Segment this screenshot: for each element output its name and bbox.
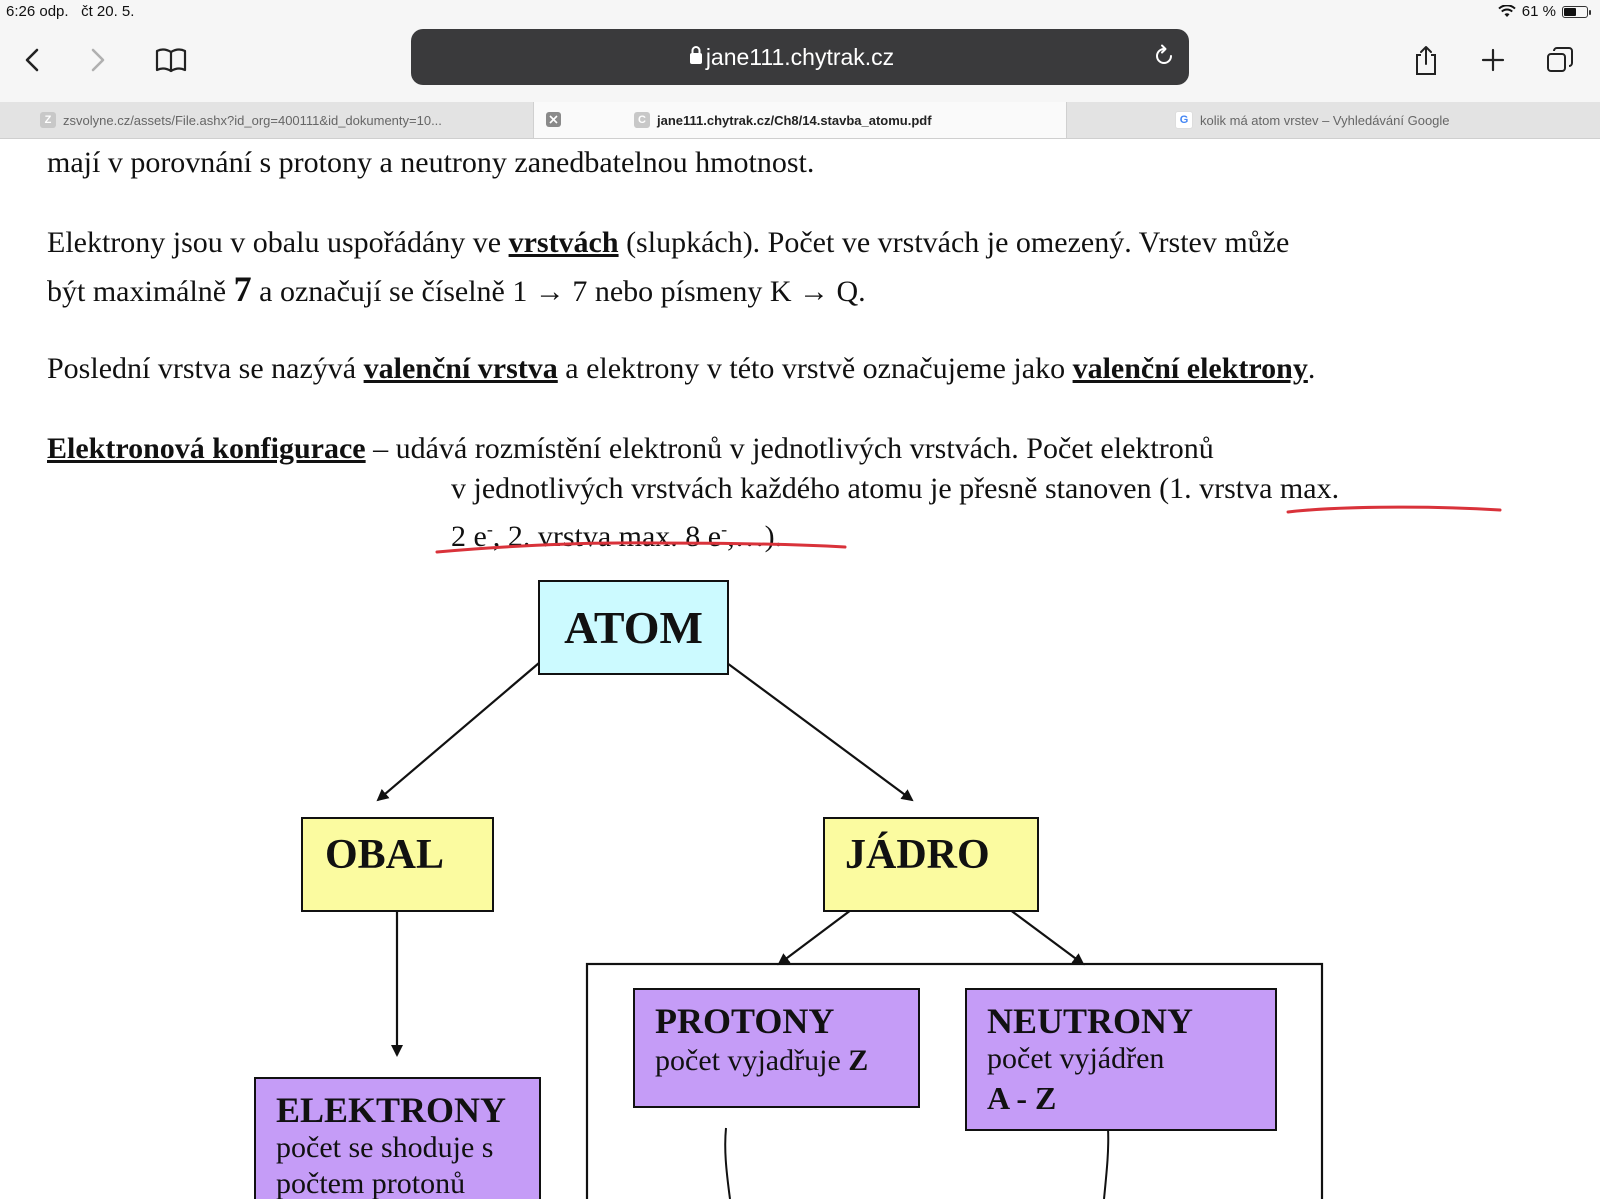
battery-percent: 61 % [1521,3,1556,20]
status-time: 6:26 odp. [6,3,69,20]
bookmarks-button[interactable] [149,38,193,82]
forward-button[interactable] [76,38,120,82]
term-valencni-elektrony: valenční elektrony [1072,352,1308,385]
text-run: , 2. vrstva max. 8 e [492,520,722,553]
browser-toolbar: jane111.chytrak.cz [0,24,1600,102]
paragraph-configuration-3: 2 e-, 2. vrstva max. 8 e-,…). [451,506,782,560]
battery-icon [1562,5,1591,18]
tab-favicon: C [634,112,650,128]
status-date: čt 20. 5. [81,3,135,20]
paragraph-layers: Elektrony jsou v obalu uspořádány ve vrs… [47,220,1289,266]
tab-bar: Z zsvolyne.cz/assets/File.ashx?id_org=40… [0,102,1600,139]
text-run: a elektrony v této vrstvě označujeme jak… [557,352,1073,385]
tab-label: kolik má atom vrstev – Vyhledávání Googl… [1200,112,1450,128]
battery-level [1564,7,1576,16]
arrow-atom-jadro [726,662,914,802]
variable-z: Z [848,1044,869,1077]
atom-box: ATOM [538,580,729,675]
tab-zsvolyne[interactable]: Z zsvolyne.cz/assets/File.ashx?id_org=40… [0,102,533,138]
book-icon [155,48,187,73]
atom-label: ATOM [564,602,703,653]
obal-label: OBAL [325,832,445,878]
superscript-minus: - [486,519,493,539]
paragraph-configuration: Elektronová konfigurace – udává rozmístě… [47,426,1214,472]
tab-label: jane111.chytrak.cz/Ch8/14.stavba_atomu.p… [657,112,932,128]
status-bar: 6:26 odp. čt 20. 5. 61 % [0,0,1600,24]
share-button[interactable] [1404,38,1448,82]
pdf-document: mají v porovnání s protony a neutrony za… [0,139,1600,1199]
elektrony-box: ELEKTRONY počet se shoduje s počtem prot… [254,1077,541,1199]
red-underline-annotation [435,541,847,554]
tab-chytrak[interactable]: C jane111.chytrak.cz/Ch8/14.stavba_atomu… [533,102,1067,138]
text-line-top: mají v porovnání s protony a neutrony za… [47,146,815,179]
url-text: jane111.chytrak.cz [705,43,895,70]
tab-google[interactable]: G kolik má atom vrstev – Vyhledávání Goo… [1067,102,1600,138]
text-run: (slupkách). Počet ve vrstvách je omezený… [618,226,1290,259]
arrow-atom-obal [376,662,540,802]
reload-icon[interactable] [1151,43,1177,69]
chevron-left-icon [25,48,39,72]
superscript-minus: - [721,519,728,539]
google-icon: G [1175,111,1193,129]
curve-connector [1103,1127,1110,1199]
neutrony-label: NEUTRONY [987,1001,1194,1041]
protony-description: počet vyjadřuje Z [655,1044,868,1078]
diagram-connectors [376,505,1502,1199]
paragraph-valence: Poslední vrstva se nazývá valenční vrstv… [47,346,1315,392]
neutrony-box: NEUTRONY počet vyjádřen A - Z [965,988,1277,1131]
protony-box: PROTONY počet vyjadřuje Z [633,988,920,1108]
nucleus-container [585,962,1324,1199]
lock-icon [690,46,702,64]
paragraph-configuration-2: v jednotlivých vrstvách každého atomu je… [451,472,1340,505]
address-bar[interactable]: jane111.chytrak.cz [411,29,1189,85]
protony-label: PROTONY [655,1001,835,1041]
share-icon [1416,46,1436,75]
term-valencni-vrstva: valenční vrstva [363,352,558,385]
close-icon [549,115,558,124]
text-run: být maximálně [47,275,234,308]
text-run: – udává rozmístění elektronů v jednotliv… [365,432,1214,465]
elektrony-description-2: počtem protonů [276,1167,466,1199]
wifi-icon [1498,5,1516,17]
back-button[interactable] [10,38,54,82]
jadro-label: JÁDRO [845,832,990,878]
tab-favicon: Z [40,112,56,128]
neutrony-description: počet vyjádřen [987,1042,1165,1075]
tab-label: zsvolyne.cz/assets/File.ashx?id_org=4001… [63,112,442,128]
text-run: Poslední vrstva se nazývá [47,352,364,385]
text-run: . [1307,352,1316,385]
text-run: Elektrony jsou v obalu uspořádány ve [47,226,509,259]
chevron-right-icon [91,48,105,72]
term-vrstvach: vrstvách [508,226,619,259]
text-run: počet vyjadřuje [655,1044,849,1077]
new-tab-button[interactable] [1471,38,1515,82]
obal-box: OBAL [301,817,494,912]
curve-connector [724,1127,731,1199]
elektrony-label: ELEKTRONY [276,1090,507,1130]
close-tab-button[interactable] [546,112,561,127]
term-elektronova-konfigurace: Elektronová konfigurace [47,432,366,465]
variable-a-minus-z: A - Z [987,1080,1057,1116]
jadro-box: JÁDRO [823,817,1039,912]
plus-icon [1481,48,1505,72]
red-underline-annotation [1286,505,1502,514]
tabs-overview-button[interactable] [1538,38,1582,82]
text-run: a označují se číselně 1 → 7 nebo písmeny… [251,275,866,308]
number-seven: 7 [233,269,252,309]
elektrony-description: počet se shoduje s [276,1131,494,1164]
text-run: ,…). [727,520,783,553]
tabs-icon [1547,47,1573,72]
paragraph-layers-2: být maximálně 7 a označují se číselně 1 … [47,266,866,315]
